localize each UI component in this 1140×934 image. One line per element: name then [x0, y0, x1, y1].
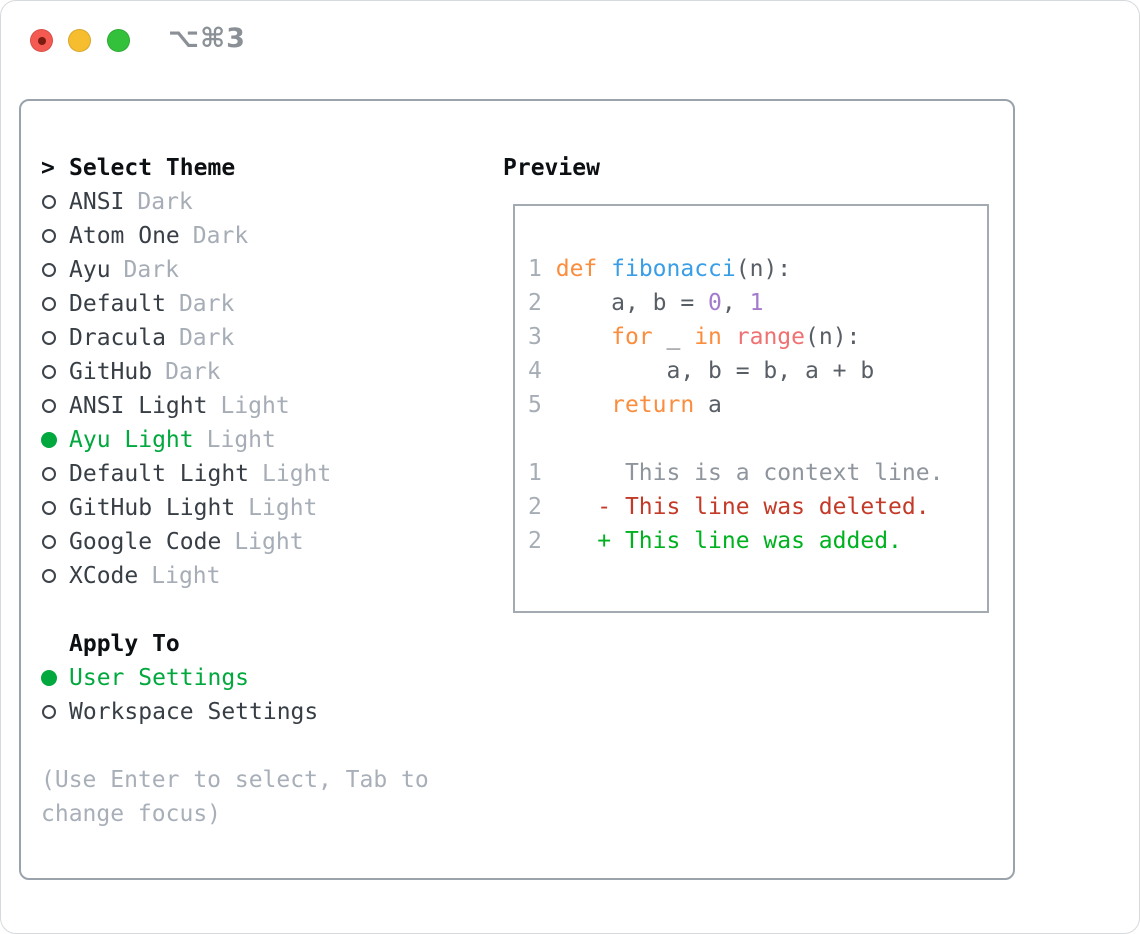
theme-option-default-dark[interactable]: Default Dark: [41, 287, 429, 321]
apply-option-user-settings[interactable]: User Settings: [41, 661, 429, 695]
code-line: 5 return a: [528, 392, 722, 418]
radio-icon: [41, 467, 69, 481]
radio-icon: [41, 365, 69, 379]
theme-list-header: > Select Theme: [41, 151, 429, 185]
apply-to-title: Apply To: [69, 631, 180, 657]
diff-deleted-line: 2 - This line was deleted.: [528, 494, 930, 520]
code-line: 1 def fibonacci(n):: [528, 256, 792, 282]
radio-selected-icon: [41, 670, 69, 686]
help-text-line-2: change focus): [41, 801, 222, 827]
theme-option-ayu-light[interactable]: Ayu Light Light: [41, 423, 429, 457]
help-text-line-1: (Use Enter to select, Tab to: [41, 767, 429, 793]
close-button-dot: [37, 36, 46, 45]
theme-list-title: Select Theme: [69, 155, 236, 181]
theme-option-ansi-dark[interactable]: ANSI Dark: [41, 185, 429, 219]
close-button[interactable]: [30, 29, 53, 52]
theme-option-xcode[interactable]: XCode Light: [41, 559, 429, 593]
radio-icon: [41, 331, 69, 345]
window-shortcut-label: ⌥⌘3: [168, 23, 246, 54]
radio-icon: [41, 263, 69, 277]
theme-option-ansi-light[interactable]: ANSI Light Light: [41, 389, 429, 423]
radio-icon: [41, 535, 69, 549]
apply-option-workspace-settings[interactable]: Workspace Settings: [41, 695, 429, 729]
theme-option-google-code[interactable]: Google Code Light: [41, 525, 429, 559]
radio-icon: [41, 195, 69, 209]
diff-added-line: 2 + This line was added.: [528, 528, 902, 554]
title-bar: ⌥⌘3: [1, 1, 1139, 81]
code-line: 3 for _ in range(n):: [528, 324, 861, 350]
theme-option-default-light[interactable]: Default Light Light: [41, 457, 429, 491]
diff-context-line: 1 This is a context line.: [528, 460, 944, 486]
radio-icon: [41, 501, 69, 515]
radio-icon: [41, 297, 69, 311]
minimize-button[interactable]: [68, 29, 91, 52]
code-line: 4 a, b = b, a + b: [528, 358, 875, 384]
theme-option-github-dark[interactable]: GitHub Dark: [41, 355, 429, 389]
prompt-icon: >: [41, 155, 55, 181]
radio-icon: [41, 399, 69, 413]
radio-icon: [41, 705, 69, 719]
zoom-button[interactable]: [107, 29, 130, 52]
theme-option-github-light[interactable]: GitHub Light Light: [41, 491, 429, 525]
theme-option-ayu-dark[interactable]: Ayu Dark: [41, 253, 429, 287]
radio-selected-icon: [41, 432, 69, 448]
radio-icon: [41, 569, 69, 583]
code-line: 2 a, b = 0, 1: [528, 290, 764, 316]
theme-list: > Select Theme ANSI Dark Atom One Dark Ay…: [41, 151, 429, 831]
main-panel: > Select Theme ANSI Dark Atom One Dark Ay…: [19, 99, 1015, 880]
preview-pane: 1 def fibonacci(n): 2 a, b = 0, 1 3 for …: [513, 204, 989, 613]
preview-title: Preview: [503, 155, 600, 181]
theme-option-atom-one-dark[interactable]: Atom One Dark: [41, 219, 429, 253]
apply-to-header: Apply To: [41, 627, 429, 661]
theme-option-dracula-dark[interactable]: Dracula Dark: [41, 321, 429, 355]
radio-icon: [41, 229, 69, 243]
